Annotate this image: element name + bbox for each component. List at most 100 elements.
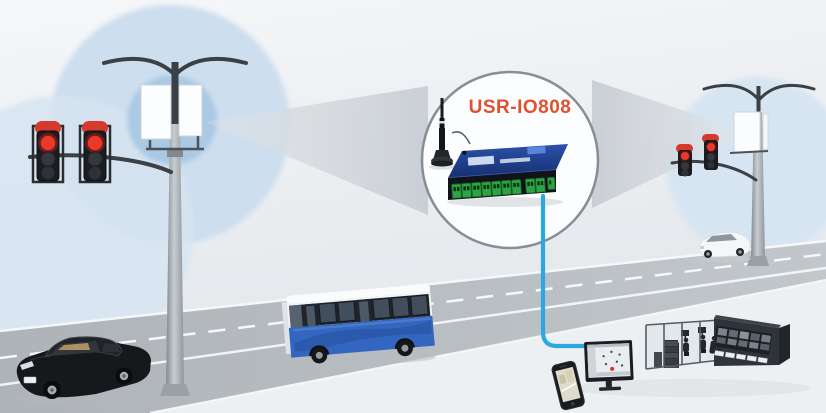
road-center-dashed-line <box>0 252 826 360</box>
black-sedan <box>16 336 152 405</box>
right-sign-bracket <box>729 150 769 154</box>
red-light-lens-icon <box>86 134 104 152</box>
phone-speaker <box>559 364 568 368</box>
dark-lens <box>88 166 102 180</box>
dark-lens <box>681 169 689 177</box>
video-wall-screens <box>716 327 771 351</box>
bus-window <box>410 294 429 317</box>
sedan-interior-seats <box>58 343 90 350</box>
bus-wheel-rim <box>401 344 409 352</box>
dark-lens <box>681 162 689 170</box>
console-equipment <box>738 350 744 355</box>
antenna-cable <box>451 131 471 145</box>
phone-map-block <box>558 374 567 385</box>
white-car-light <box>700 246 704 249</box>
dark-lens <box>40 151 56 167</box>
right-pole-right-arm <box>757 83 816 102</box>
video-wall-room <box>709 315 790 366</box>
red-light-lens-icon <box>680 151 690 161</box>
white-car-windows <box>706 234 737 242</box>
right-street-pole <box>670 83 816 266</box>
cluster-floor-shadow <box>570 379 810 397</box>
dark-lens <box>41 166 55 180</box>
monitor-screen <box>587 343 631 378</box>
device-antenna-port <box>462 150 467 155</box>
sedan-side-window <box>102 343 120 352</box>
dark-lens <box>707 153 715 161</box>
device-text-bar <box>499 157 531 164</box>
map-red-marker <box>610 366 615 371</box>
sedan-wheel-hub <box>50 388 54 392</box>
antenna-icon <box>429 98 455 170</box>
device-callout: USR-IO808 <box>420 70 600 250</box>
left-traffic-light-2 <box>82 121 108 182</box>
console-equipment <box>760 354 766 358</box>
right-pole-base <box>747 256 769 266</box>
white-car-wheel-rim <box>738 250 742 254</box>
left-pole-top <box>171 62 179 127</box>
left-pole-base <box>160 384 190 396</box>
bus-roof <box>286 284 430 304</box>
desk-monitor <box>698 327 706 333</box>
red-light-lens-icon <box>39 134 57 152</box>
screen-bottom-toolbar <box>596 371 631 377</box>
bus-trim-line <box>292 317 431 332</box>
sedan-headlight <box>20 361 34 370</box>
console-equipment <box>717 347 722 351</box>
white-car-wheel-rim <box>706 252 710 256</box>
left-sign-bracket <box>146 136 204 151</box>
monitoring-screen <box>584 340 634 391</box>
bus-windshield <box>288 304 304 332</box>
screen-sidebar <box>587 347 597 378</box>
blue-network-cable <box>540 193 591 349</box>
sedan-hood-crease <box>29 351 61 361</box>
desk-monitor-stand <box>701 333 703 336</box>
left-pole-sign-right-panel <box>178 84 203 137</box>
glass-control-room <box>645 319 721 370</box>
dark-lens <box>87 151 103 167</box>
city-bus <box>280 284 436 364</box>
phone-map-block <box>565 370 575 383</box>
bus-decal-wave <box>294 319 432 352</box>
antenna-rod <box>440 98 444 120</box>
desk-monitor-stand <box>684 336 686 339</box>
left-traffic-light-1 <box>35 121 61 182</box>
right-traffic-light-1 <box>676 144 693 177</box>
right-callout-beam <box>592 80 750 208</box>
desk-monitor <box>681 330 689 336</box>
antenna-lower-rod <box>439 128 445 150</box>
screen-toolbar <box>587 343 630 348</box>
operator-person-2 <box>700 334 706 353</box>
white-car-shadow <box>697 255 751 263</box>
left-pole-mast <box>166 124 184 388</box>
right-pole-sign-sliver <box>762 113 769 150</box>
left-callout-beam <box>205 86 428 215</box>
operator-person-1 <box>683 337 689 356</box>
bus-window <box>318 302 338 324</box>
device-shadow <box>447 197 563 207</box>
phone-map-road <box>561 382 577 392</box>
console-desks <box>714 347 768 364</box>
control-center <box>551 315 810 411</box>
smartphone <box>551 360 585 411</box>
right-pole-left-arm <box>702 83 761 102</box>
bus-wheel-rim <box>315 351 323 359</box>
right-pole-sign <box>733 111 761 153</box>
left-pole-collar <box>167 150 183 157</box>
antenna-base-bottom <box>431 160 453 167</box>
right-traffic-light-2 <box>702 134 719 170</box>
room-roof-edge <box>714 315 781 328</box>
bus-window <box>372 297 391 320</box>
device-label-block <box>467 155 495 166</box>
sedan-wheel-hub <box>122 374 126 378</box>
device-label: USR-IO808 <box>469 97 572 118</box>
io808-device <box>447 144 568 207</box>
left-street-pole <box>28 56 248 396</box>
monitor-stand <box>605 380 612 388</box>
red-light-lens-icon <box>706 142 716 152</box>
road-near-edge-line <box>149 278 826 413</box>
bus-window <box>391 296 410 318</box>
left-pole-right-arm <box>174 56 248 76</box>
